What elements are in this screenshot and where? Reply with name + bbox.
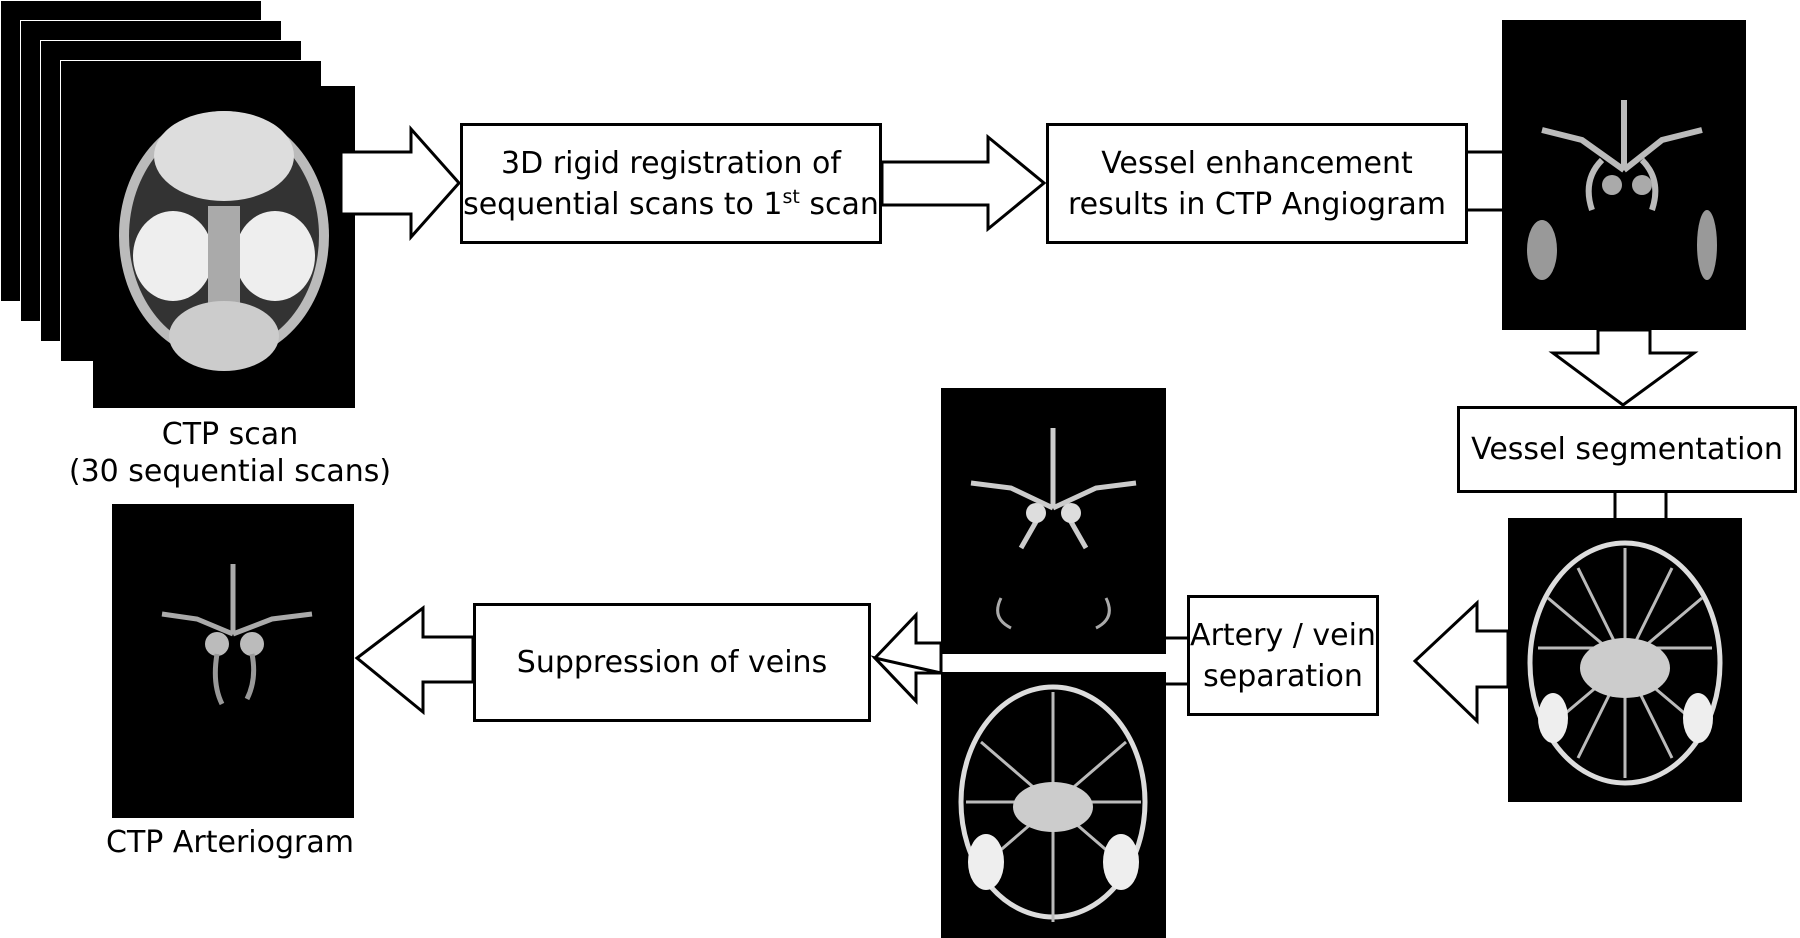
segmentation-step-label: Vessel segmentation	[1471, 432, 1783, 467]
ctp-scan-caption-line2: (30 sequential scans)	[68, 454, 392, 489]
enhancement-step-line2: results in CTP Angiogram	[1067, 186, 1447, 222]
arrow-vein-to-suppression	[870, 655, 942, 705]
vein-image	[941, 672, 1166, 938]
enhancement-step-box: Vessel enhancement results in CTP Angiog…	[1046, 123, 1468, 244]
enhancement-step-line1: Vessel enhancement	[1101, 145, 1413, 181]
separation-step-line1: Artery / vein	[1190, 617, 1376, 653]
vessel-segmentation-image	[1508, 518, 1742, 802]
arrow-suppression-to-arteriogram	[354, 604, 475, 716]
separation-step-box: Artery / vein separation	[1187, 595, 1379, 716]
arrow-scan-to-registration	[339, 125, 462, 241]
registration-step-line2: sequential scans to 1st scan	[463, 185, 879, 222]
suppression-step-label: Suppression of veins	[516, 645, 828, 680]
ctp-scan-caption-line1: CTP scan	[161, 417, 299, 452]
ctp-arteriogram-image	[112, 504, 354, 818]
suppression-step-box: Suppression of veins	[473, 603, 871, 722]
separation-step-line2: separation	[1203, 658, 1363, 694]
registration-step-box: 3D rigid registration of sequential scan…	[460, 123, 882, 244]
arrow-registration-to-enhancement	[880, 133, 1047, 233]
arteriogram-caption: CTP Arteriogram	[106, 825, 354, 860]
artery-image	[941, 388, 1166, 654]
ctp-angiogram-image	[1502, 20, 1746, 330]
arrow-angiogram-to-segmentation	[1548, 328, 1699, 407]
segmentation-step-box: Vessel segmentation	[1457, 406, 1797, 493]
arrow-segmentation-to-separation	[1412, 599, 1510, 725]
ctp-scan-image	[93, 86, 355, 408]
registration-step-line1: 3D rigid registration of	[501, 145, 841, 181]
ctp-scan-caption: CTP scan (30 sequential scans)	[60, 416, 400, 490]
